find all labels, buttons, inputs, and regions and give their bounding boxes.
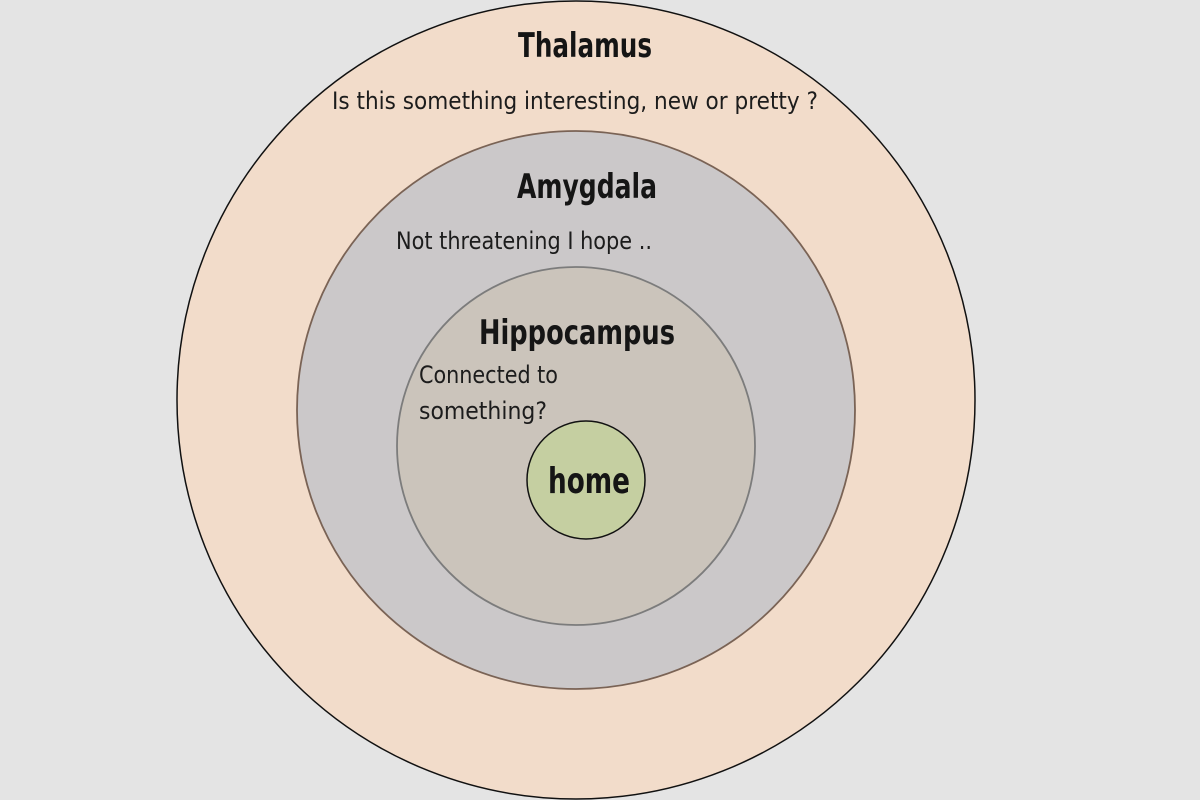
amygdala-title: Amygdala [517, 167, 657, 207]
hippocampus-subtitle-line-2: something? [419, 397, 547, 425]
hippocampus-title: Hippocampus [479, 313, 675, 353]
amygdala-subtitle: Not threatening I hope .. [396, 227, 652, 255]
home-circle [526, 420, 646, 540]
home-core: home [526, 420, 646, 540]
hippocampus-subtitle-line-1: Connected to [419, 361, 558, 389]
home-label: home [548, 461, 630, 502]
thalamus-subtitle: Is this something interesting, new or pr… [332, 87, 818, 115]
thalamus-title: Thalamus [518, 26, 652, 66]
